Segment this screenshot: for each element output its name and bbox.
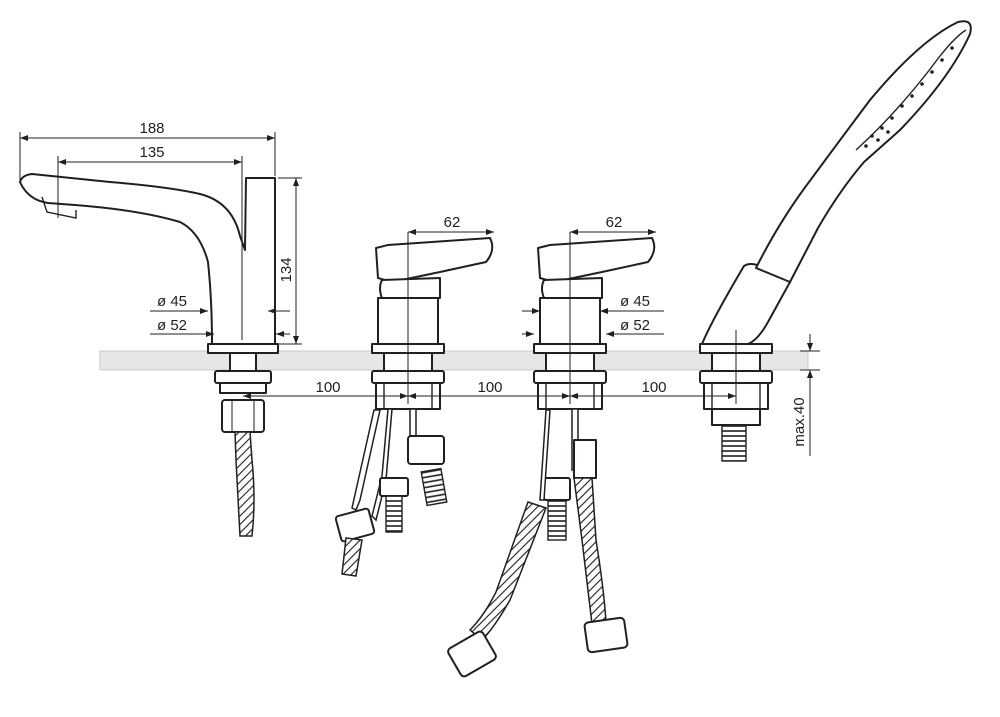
- mixer-left-hose-nut-b: [407, 435, 445, 465]
- mixer-valve-left: [334, 237, 494, 577]
- mixer-right-lever: [537, 237, 656, 283]
- dim-max-deck: max.40: [791, 397, 808, 446]
- mixer-right-tail-b: [547, 499, 567, 541]
- mixer-left-fitting-a: [379, 477, 409, 497]
- mixer-right-hose-nut-b: [447, 630, 497, 678]
- mixer-left-hose-nut-c: [334, 507, 376, 543]
- spout-shank: [229, 352, 257, 372]
- spout-hose-nut: [221, 399, 265, 433]
- hand-shower-lower-nut: [711, 408, 761, 426]
- hand-shower-handle-lower: [701, 263, 791, 345]
- spout-washer: [219, 382, 267, 394]
- mixer-left-braided-hose: [341, 537, 363, 577]
- dim-spacing-3: 100: [641, 379, 666, 396]
- hand-shower-tail: [721, 424, 747, 462]
- mixer-right-hose-nut-a: [583, 616, 629, 654]
- spout-aerator: [41, 196, 77, 219]
- dim-handle-left: 62: [444, 214, 461, 231]
- dim-right-diameter-45: ø 45: [620, 293, 650, 310]
- mixer-right-cap: [541, 277, 603, 299]
- dim-handle-right: 62: [606, 214, 623, 231]
- mixer-left-tail-a: [385, 495, 403, 533]
- spout-body: [19, 173, 276, 345]
- mixer-right-braided-hose-a: [573, 477, 607, 625]
- dim-spacing-2: 100: [477, 379, 502, 396]
- spout: [19, 173, 279, 537]
- mixer-left-tail-b: [420, 467, 448, 507]
- dim-spacing-1: 100: [315, 379, 340, 396]
- spout-base: [207, 343, 279, 354]
- hand-shower-head: [755, 20, 972, 283]
- mixer-right-braided-hose-b: [468, 501, 547, 642]
- spout-braided-hose: [234, 431, 255, 537]
- mixer-right-fitting-a: [543, 477, 571, 501]
- dim-spout-reach: 135: [139, 144, 164, 161]
- dim-spout-height: 134: [278, 257, 295, 282]
- mixer-left-cap: [379, 277, 441, 299]
- dim-spout-diameter-45: ø 45: [157, 293, 187, 310]
- spout-nut: [214, 370, 272, 384]
- mixer-left-lever: [375, 237, 494, 283]
- dimension-lines: [19, 132, 820, 456]
- mixer-right-tail-a: [573, 439, 597, 479]
- hand-shower-spray-face: [855, 29, 967, 151]
- hand-shower-nozzles: [864, 46, 954, 148]
- dim-spout-diameter-52: ø 52: [157, 317, 187, 334]
- dim-spout-length: 188: [139, 120, 164, 137]
- dimension-labels: 188 135 134 ø 45 ø 52 62 62 ø 45 ø 52 10…: [139, 120, 808, 447]
- mixer-valve-right: [447, 237, 656, 678]
- dim-right-diameter-52: ø 52: [620, 317, 650, 334]
- deck-plate: [99, 350, 809, 371]
- hand-shower: [699, 20, 972, 462]
